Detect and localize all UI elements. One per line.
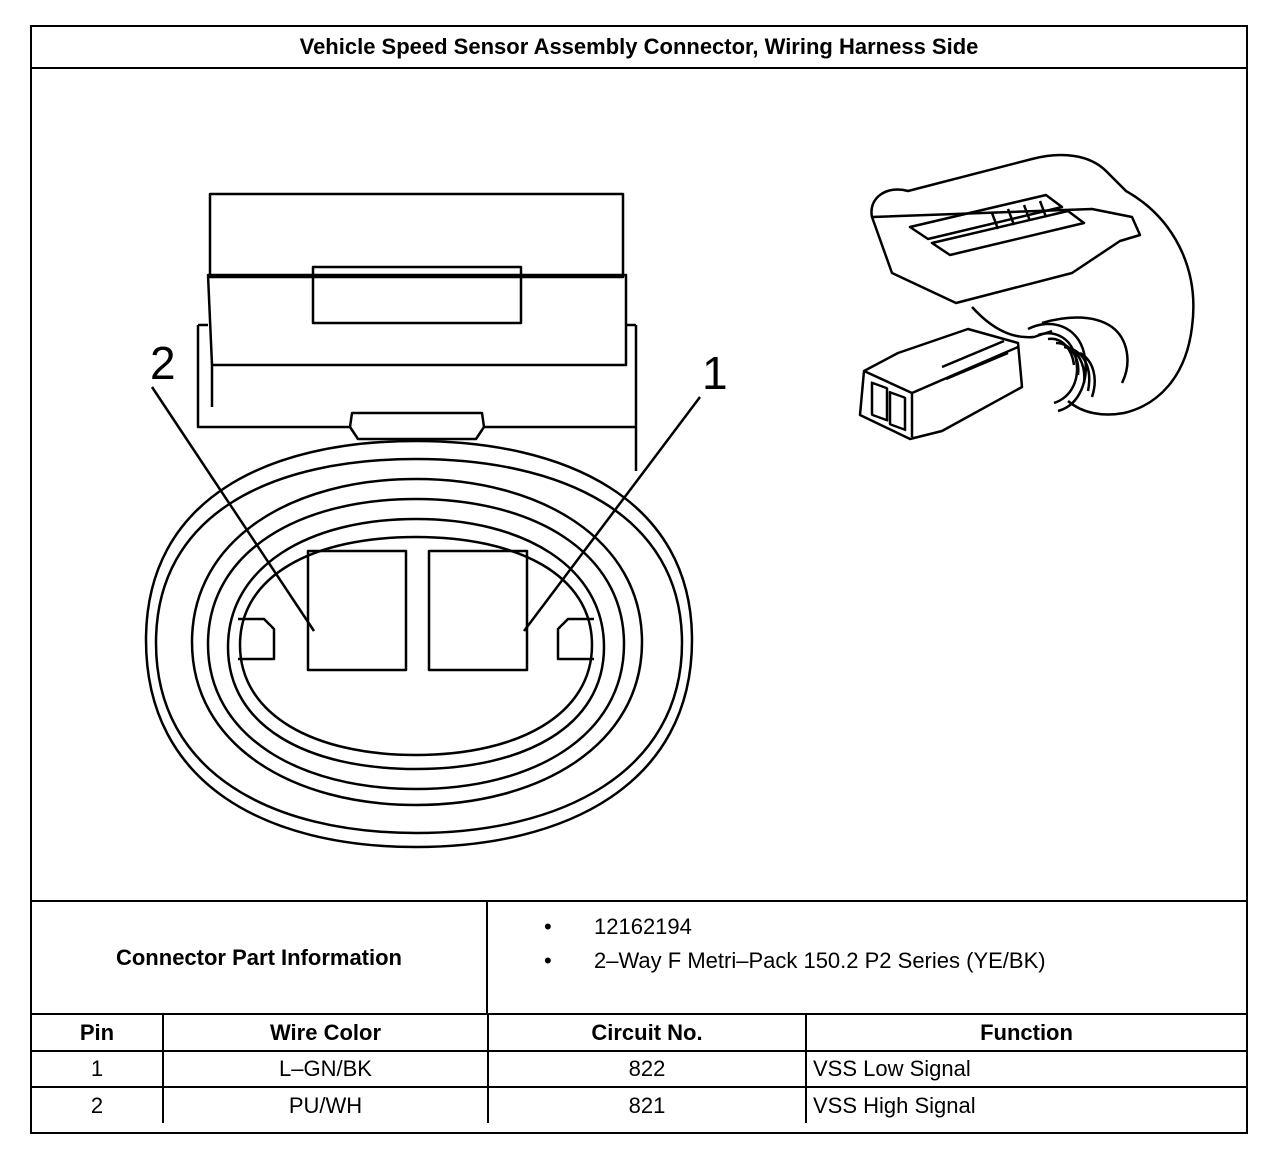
latch-window	[311, 265, 523, 325]
wire-color-cell: L–GN/BK	[162, 1050, 489, 1088]
pin-1-cavity	[427, 549, 529, 672]
connector-iso-view	[858, 153, 1195, 441]
part-info-list: 12162194 2–Way F Metri–Pack 150.2 P2 Ser…	[490, 902, 1246, 1021]
iso-body-outline	[870, 153, 1195, 416]
pin-cell: 1	[32, 1050, 164, 1088]
header-function: Function	[805, 1015, 1246, 1052]
wire-seal	[1027, 322, 1087, 413]
header-pin: Pin	[32, 1015, 164, 1052]
wire-color-cell: PU/WH	[162, 1086, 489, 1123]
connector-figure: 2 1	[32, 67, 1246, 900]
iso-cavity-b	[888, 390, 907, 432]
table-row: 1 L–GN/BK 822 VSS Low Signal	[32, 1050, 1246, 1088]
latch-housing-body	[206, 273, 628, 367]
function-cell: VSS High Signal	[805, 1086, 1246, 1123]
part-description: 2–Way F Metri–Pack 150.2 P2 Series (YE/B…	[490, 944, 1246, 978]
pin-2-cavity	[306, 549, 408, 672]
part-info-row: Connector Part Information 12162194 2–Wa…	[32, 900, 1246, 1015]
part-info-label: Connector Part Information	[32, 902, 488, 1013]
callout-pin-2: 2	[150, 337, 176, 389]
function-cell: VSS Low Signal	[805, 1050, 1246, 1088]
pin-cell: 2	[32, 1086, 164, 1123]
connector-drawing: 2 1	[144, 153, 1195, 849]
pin-1-leader	[523, 396, 701, 632]
diagram-title: Vehicle Speed Sensor Assembly Connector,…	[32, 27, 1246, 69]
iso-cavity-a	[870, 381, 889, 422]
header-circuit-no: Circuit No.	[487, 1015, 807, 1052]
pin-table-header: Pin Wire Color Circuit No. Function	[32, 1015, 1246, 1052]
header-wire-color: Wire Color	[162, 1015, 489, 1052]
connector-face-view	[144, 192, 701, 849]
middle-seal	[190, 477, 644, 807]
callout-pin-1: 1	[702, 347, 728, 399]
circuit-no-cell: 821	[487, 1086, 807, 1123]
table-row: 2 PU/WH 821 VSS High Signal	[32, 1086, 1246, 1123]
latch-housing-top	[208, 192, 625, 279]
part-number: 12162194	[490, 910, 1246, 944]
inner-cavity	[226, 517, 606, 771]
circuit-no-cell: 822	[487, 1050, 807, 1088]
connector-sheet: Vehicle Speed Sensor Assembly Connector,…	[30, 25, 1248, 1134]
pin-2-leader	[150, 386, 316, 632]
outer-seal	[144, 439, 694, 849]
pin-table: Pin Wire Color Circuit No. Function 1 L–…	[32, 1015, 1246, 1123]
terminal-nose	[858, 327, 1024, 441]
